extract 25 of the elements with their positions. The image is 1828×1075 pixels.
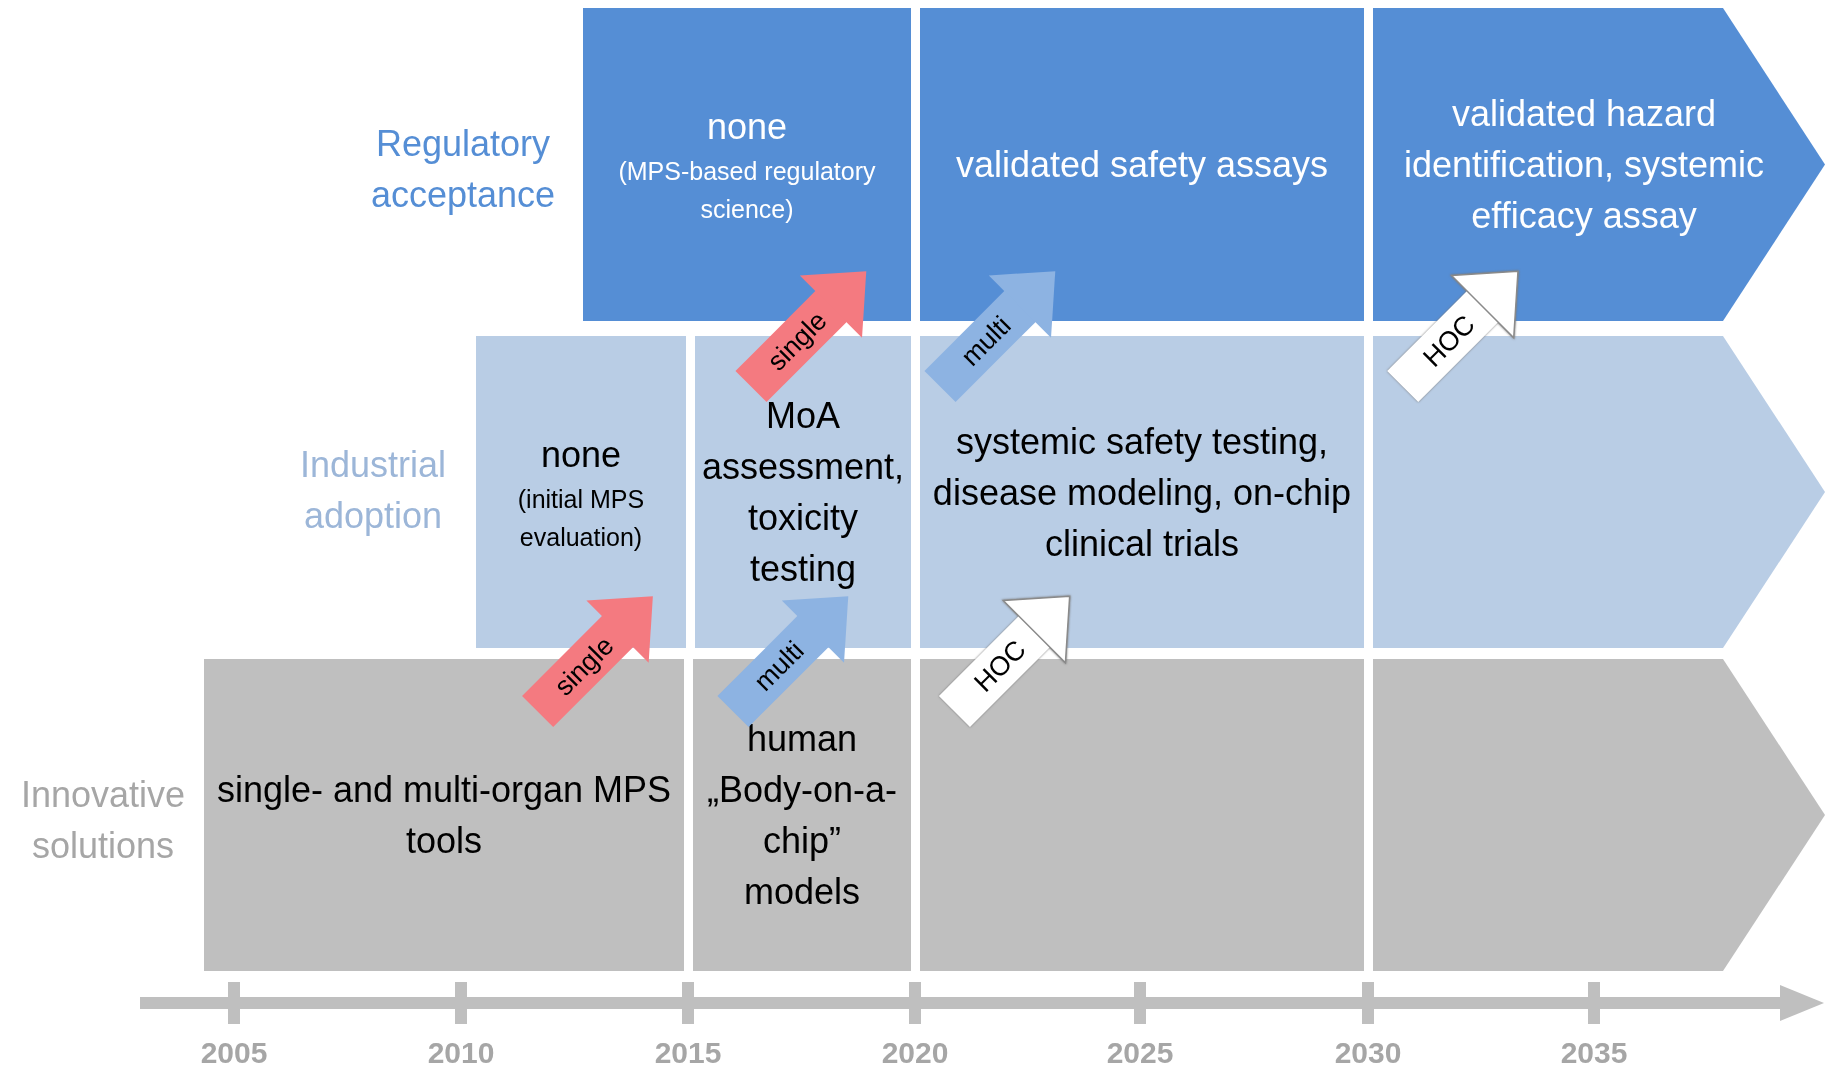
stage-text: systemic safety testing, disease modeling, on-chip clinical trials [931,419,1353,566]
block-arrow [717,596,849,728]
year-label: 2035 [1559,1036,1629,1070]
year-label: 2020 [880,1036,950,1070]
stage-text: single- and multi-organ MPS tools [215,768,673,863]
stage-text: none [540,432,622,477]
stage-text: human „Body-on-a-chip” models [705,717,899,914]
year-label: 2025 [1105,1036,1175,1070]
year-label: 2010 [426,1036,496,1070]
block-arrow [735,271,867,403]
stage-text: none [706,105,788,149]
block-arrow [1387,270,1519,403]
row-heading: Industrial adoption [298,443,448,538]
block-arrow [522,596,653,728]
stage-text: validated hazard identification, systemic efficacy assay [1402,92,1766,238]
stage-text: MoA assessment, toxicity testing [701,394,905,591]
row-heading: Innovative solutions [19,773,187,868]
stage-box [1373,659,1825,971]
stage-text: validated safety assays [955,143,1329,187]
row-heading: Regulatory acceptance [369,122,557,217]
stage-note: (initial MPS evaluation) [516,483,646,553]
year-label: 2015 [653,1036,723,1070]
year-label: 2005 [199,1036,269,1070]
year-label: 2030 [1333,1036,1403,1070]
stage-note: (MPS-based regulatory science) [617,156,877,225]
